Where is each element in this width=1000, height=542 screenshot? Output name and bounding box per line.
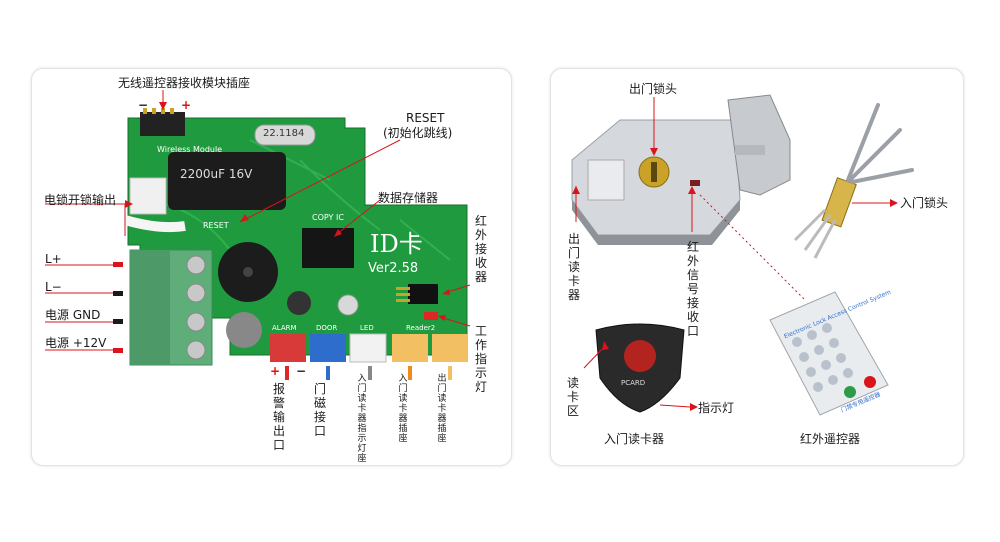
crystal-label: 22.1184 — [263, 128, 305, 139]
ir-remote-label: 红外遥控器 — [800, 432, 861, 446]
reader-led-socket-label: 入门读卡器指示灯座 — [357, 374, 367, 464]
power-12v-label: 电源 +12V — [45, 336, 107, 350]
board-reader2-label: Reader2 — [406, 324, 436, 332]
entry-lock-head-label: 入门锁头 — [900, 196, 949, 210]
exit-lock-head-label: 出门锁头 — [629, 82, 678, 96]
ir-signal-port-label: 红外信号接收口 — [686, 240, 699, 338]
l-minus-label: L− — [45, 280, 62, 294]
door-sensor-label: 门磁接口 — [313, 382, 326, 438]
data-storage-label: 数据存储器 — [378, 191, 439, 205]
entry-reader-label: 入门读卡器 — [604, 432, 665, 446]
capacitor-label: 2200uF 16V — [180, 167, 253, 181]
ir-receiver-label: 红外接收器 — [474, 214, 487, 284]
version-label: Ver2.58 — [368, 261, 419, 276]
work-led-label: 工作指示灯 — [474, 324, 487, 394]
entry-reader-socket-label: 入门读卡器插座 — [398, 374, 408, 444]
reset-label: RESET — [406, 111, 445, 125]
reader-brand-label: PCARD — [621, 379, 646, 387]
wireless-module-label: Wireless Module — [157, 145, 223, 154]
alarm-minus-label: − — [296, 364, 307, 378]
power-gnd-label: 电源 GND — [45, 308, 101, 322]
alarm-plus-label: + — [270, 364, 281, 378]
wireless-minus-label: − — [138, 98, 149, 112]
l-plus-label: L+ — [45, 252, 62, 266]
reset-sublabel: (初始化跳线) — [383, 126, 453, 140]
alarm-output-label: 报警输出口 — [272, 382, 285, 452]
lock-output-label: 电锁开锁输出 — [44, 193, 117, 207]
exit-reader-label: 出门读卡器 — [567, 232, 580, 302]
board-door-label: DOOR — [316, 324, 338, 332]
indicator-light-label: 指示灯 — [698, 401, 735, 415]
board-alarm-label: ALARM — [272, 324, 297, 332]
board-reset-label: RESET — [203, 221, 229, 230]
board-led-label: LED — [360, 324, 374, 332]
wireless-socket-label: 无线遥控器接收模块插座 — [118, 76, 251, 90]
copy-ic-label: COPY IC — [312, 213, 344, 222]
id-card-title: ID卡 — [370, 230, 423, 258]
reader-area-label: 读卡区 — [566, 376, 579, 418]
wireless-plus-label: + — [181, 98, 192, 112]
exit-reader-socket-label: 出门读卡器插座 — [437, 374, 447, 444]
